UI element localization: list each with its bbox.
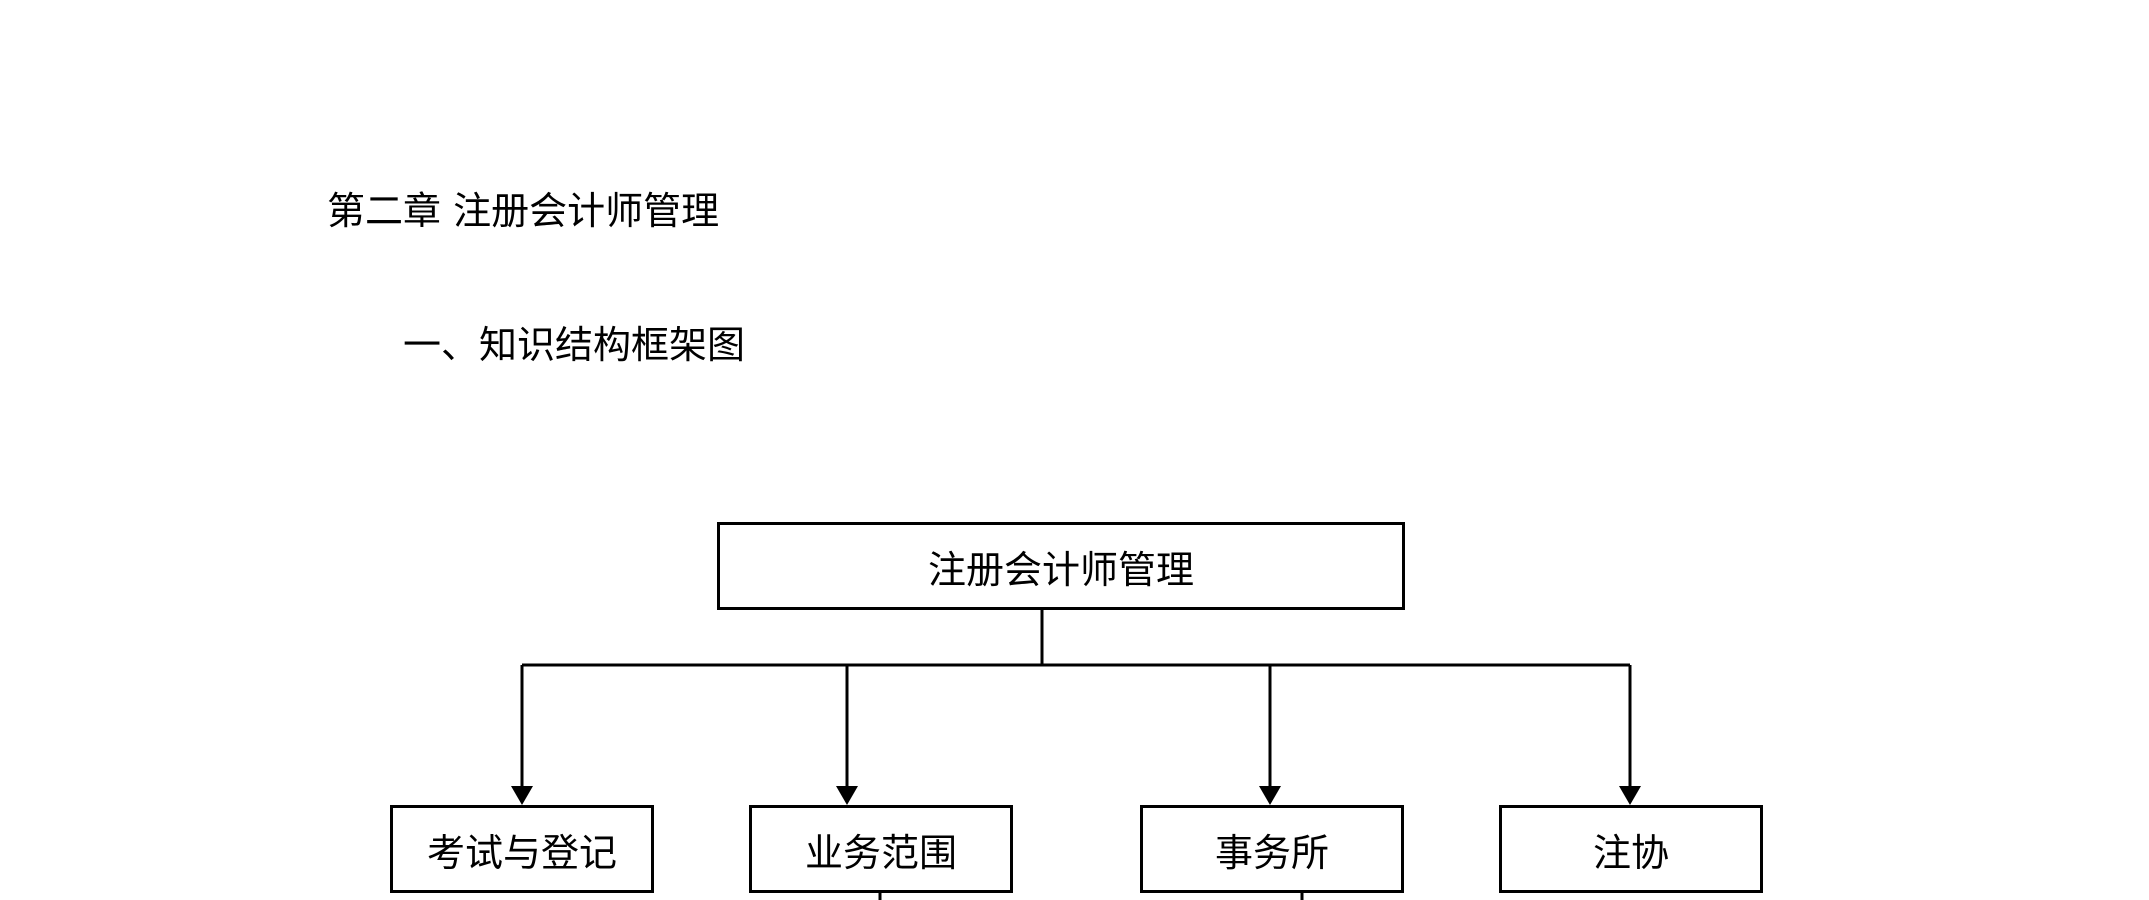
diagram-node-institute: 注协 — [1499, 805, 1763, 893]
diagram-node-label: 考试与登记 — [426, 830, 617, 875]
down-arrow-4 — [1619, 665, 1641, 805]
diagram-node-exam-registration: 考试与登记 — [390, 805, 654, 893]
diagram-node-business-scope: 业务范围 — [749, 805, 1013, 893]
section-title: 一、知识结构框架图 — [403, 323, 746, 367]
diagram-node-label: 事务所 — [1214, 830, 1329, 875]
diagram-root-box: 注册会计师管理 — [717, 522, 1405, 610]
chapter-title: 第二章 注册会计师管理 — [327, 189, 720, 233]
down-arrow-1 — [511, 665, 533, 805]
down-arrow-2 — [836, 665, 858, 805]
diagram-root-label: 注册会计师管理 — [927, 547, 1194, 592]
diagram-node-firm: 事务所 — [1140, 805, 1404, 893]
down-arrow-3 — [1259, 665, 1281, 805]
diagram-node-label: 业务范围 — [804, 830, 957, 875]
diagram-node-label: 注协 — [1592, 830, 1669, 875]
